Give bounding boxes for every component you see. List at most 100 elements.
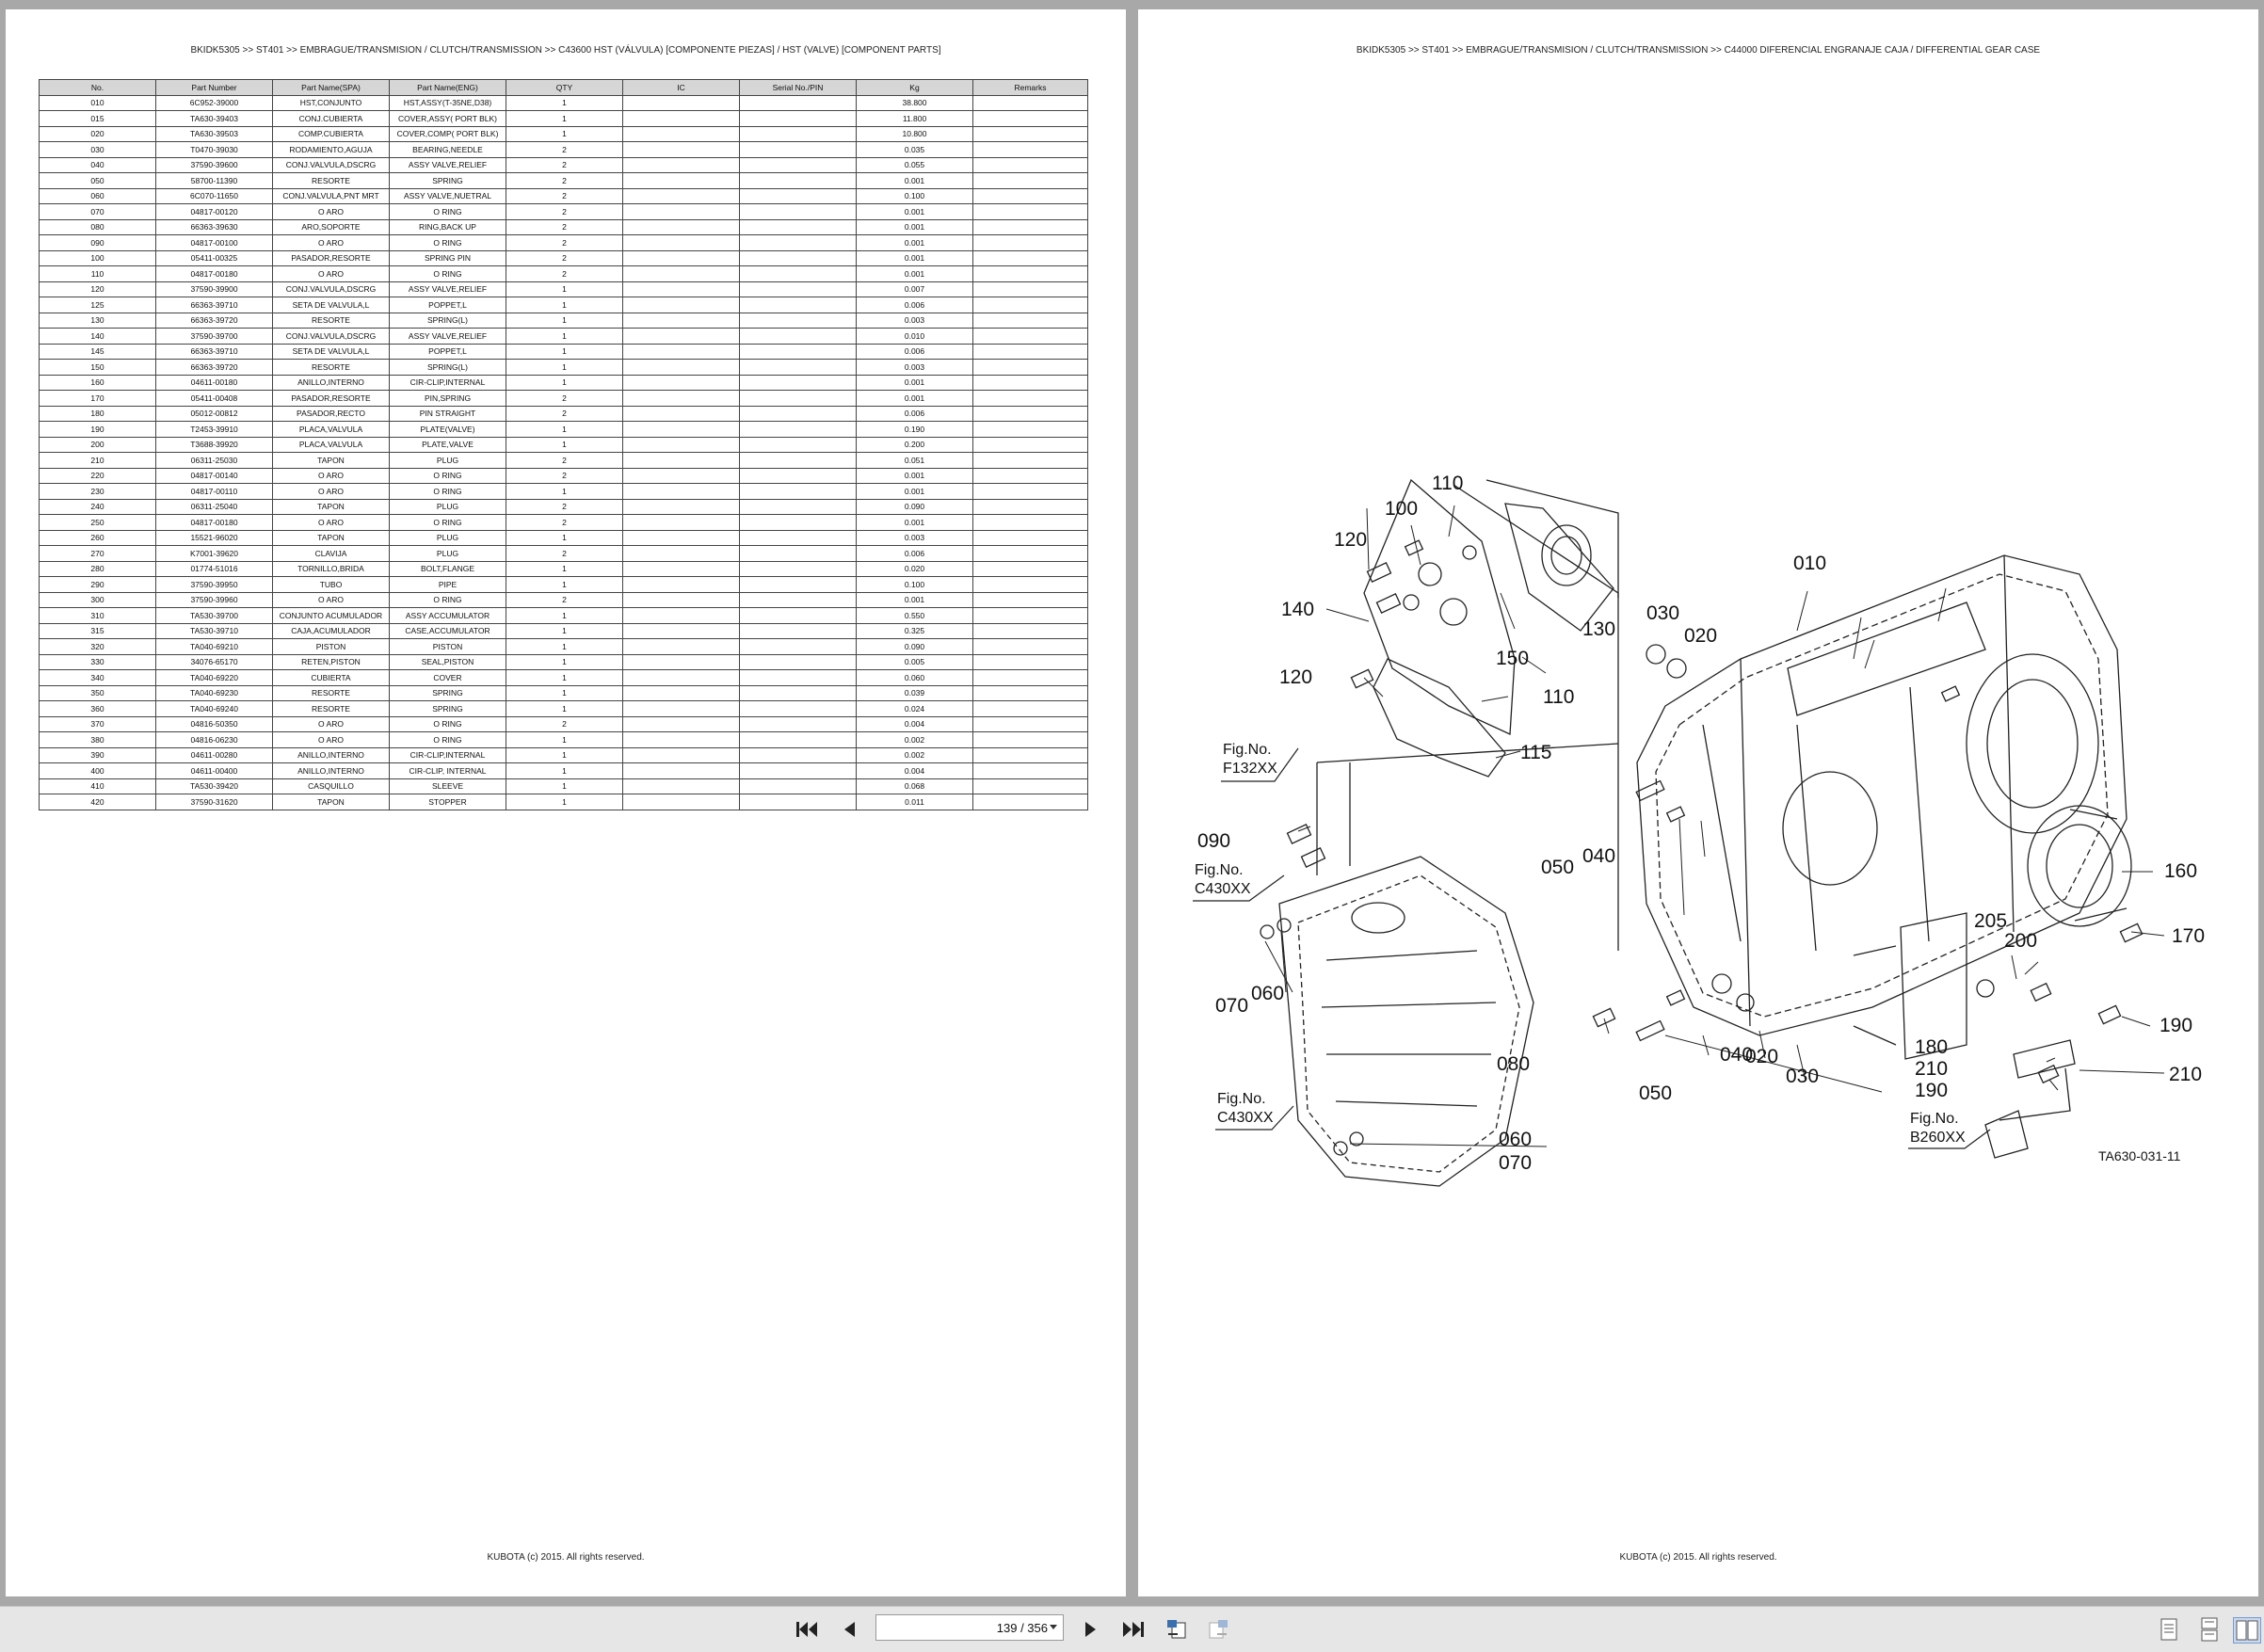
table-cell: 340 <box>39 669 156 686</box>
table-cell: RESORTE <box>272 312 390 329</box>
page-number-field[interactable]: 139 / 356 <box>875 1614 1064 1641</box>
table-cell: 1 <box>506 374 623 391</box>
table-cell <box>739 312 857 329</box>
callout-170: 170 <box>2172 925 2205 947</box>
callout-100: 100 <box>1385 498 1418 520</box>
table-cell: 0.003 <box>856 529 973 546</box>
table-cell <box>739 762 857 779</box>
callout-120: 120 <box>1334 529 1367 551</box>
table-cell: STOPPER <box>389 794 506 810</box>
table-cell: 1 <box>506 762 623 779</box>
table-cell <box>739 560 857 577</box>
table-cell: O RING <box>389 265 506 282</box>
table-cell: T2453-39910 <box>155 421 273 438</box>
table-cell: PASADOR,RESORTE <box>272 390 390 407</box>
table-cell: 210 <box>39 452 156 469</box>
table-cell <box>622 467 740 484</box>
table-cell: 0.001 <box>856 265 973 282</box>
table-cell <box>739 390 857 407</box>
table-cell: 1 <box>506 607 623 624</box>
chevron-down-icon[interactable] <box>1050 1625 1057 1629</box>
table-cell <box>739 591 857 608</box>
table-cell <box>622 794 740 810</box>
table-cell: ASSY VALVE,NUETRAL <box>389 187 506 204</box>
table-cell: SPRING <box>389 684 506 701</box>
table-cell <box>972 467 1088 484</box>
table-cell: RETEN,PISTON <box>272 653 390 670</box>
facing-pages-view-icon[interactable] <box>2233 1617 2261 1644</box>
table-cell <box>972 234 1088 251</box>
table-cell <box>739 421 857 438</box>
table-cell: 0.001 <box>856 514 973 531</box>
continuous-view-icon[interactable] <box>2196 1617 2223 1642</box>
table-cell: 330 <box>39 653 156 670</box>
table-cell: 6C952-39000 <box>155 94 273 111</box>
table-cell <box>972 591 1088 608</box>
table-cell: 420 <box>39 794 156 810</box>
table-cell: TUBO <box>272 576 390 593</box>
table-cell: 0.010 <box>856 328 973 345</box>
table-cell: 280 <box>39 560 156 577</box>
table-cell <box>622 498 740 515</box>
table-cell <box>622 778 740 794</box>
table-cell <box>622 436 740 453</box>
table-cell: POPPET,L <box>389 297 506 313</box>
table-cell: 04817-00120 <box>155 203 273 220</box>
table-cell: T3688-39920 <box>155 436 273 453</box>
table-cell: 0.001 <box>856 172 973 189</box>
table-cell: 400 <box>39 762 156 779</box>
table-cell <box>972 700 1088 717</box>
table-cell: O ARO <box>272 467 390 484</box>
callout-020: 020 <box>1684 625 1717 647</box>
table-cell: 1 <box>506 125 623 142</box>
table-cell: PIN,SPRING <box>389 390 506 407</box>
table-cell <box>622 281 740 297</box>
previous-page-icon[interactable] <box>836 1617 862 1642</box>
table-cell <box>972 172 1088 189</box>
table-cell: ANILLO,INTERNO <box>272 762 390 779</box>
table-cell <box>622 141 740 158</box>
table-cell: 1 <box>506 576 623 593</box>
table-cell: BEARING,NEEDLE <box>389 141 506 158</box>
table-cell <box>622 762 740 779</box>
first-page-icon[interactable] <box>794 1617 820 1642</box>
table-cell: TA530-39710 <box>155 622 273 639</box>
table-cell: 66363-39710 <box>155 343 273 360</box>
rotate-right-icon[interactable] <box>1205 1617 1231 1642</box>
callout-180: 180 <box>1915 1036 1948 1058</box>
table-cell: 37590-39900 <box>155 281 273 297</box>
table-cell: O RING <box>389 591 506 608</box>
table-cell: 06311-25040 <box>155 498 273 515</box>
table-cell <box>622 421 740 438</box>
table-cell: O ARO <box>272 234 390 251</box>
rotate-left-icon[interactable] <box>1164 1617 1190 1642</box>
table-cell: CAJA,ACUMULADOR <box>272 622 390 639</box>
table-cell: 140 <box>39 328 156 345</box>
table-cell <box>972 514 1088 531</box>
table-cell: ASSY VALVE,RELIEF <box>389 156 506 173</box>
table-cell: PLUG <box>389 529 506 546</box>
single-page-view-icon[interactable] <box>2156 1617 2182 1642</box>
table-cell: COMP.CUBIERTA <box>272 125 390 142</box>
table-cell: 04816-06230 <box>155 731 273 748</box>
next-page-icon[interactable] <box>1078 1617 1104 1642</box>
table-cell: 1 <box>506 436 623 453</box>
last-page-icon[interactable] <box>1120 1617 1147 1642</box>
table-cell: 66363-39720 <box>155 312 273 329</box>
table-cell <box>972 125 1088 142</box>
table-cell: 1 <box>506 297 623 313</box>
column-header: Remarks <box>972 79 1088 96</box>
table-cell: 0.039 <box>856 684 973 701</box>
table-cell: TAPON <box>272 794 390 810</box>
table-cell <box>739 794 857 810</box>
table-cell <box>622 607 740 624</box>
table-cell: CONJ.VALVULA,DSCRG <box>272 328 390 345</box>
table-cell <box>739 249 857 266</box>
